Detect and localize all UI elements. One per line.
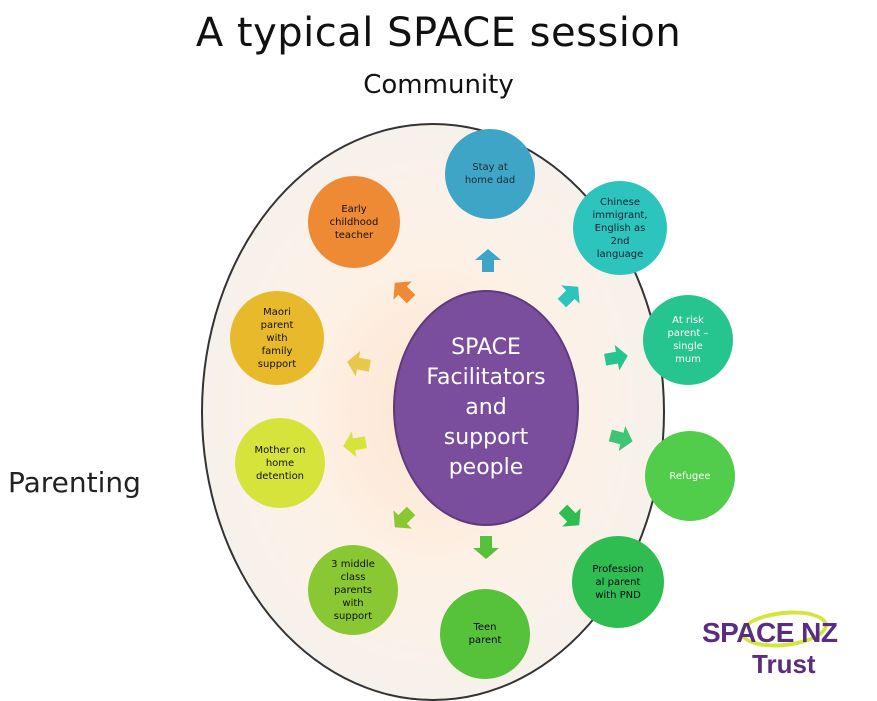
arrow-to-middle-class-parents bbox=[393, 506, 416, 529]
arrow-to-teen-parent bbox=[473, 536, 499, 559]
arrow-to-at-risk-parent bbox=[604, 344, 628, 371]
node-early-childhood-teacher: Early childhood teacher bbox=[308, 176, 400, 268]
node-label: Maori parent with family support bbox=[257, 306, 297, 370]
node-label: Early childhood teacher bbox=[329, 203, 379, 241]
node-at-risk-parent: At risk parent – single mum bbox=[643, 295, 733, 385]
arrow-shape bbox=[393, 281, 416, 304]
arrow-shape bbox=[604, 344, 628, 371]
node-stay-at-home-dad: Stay at home dad bbox=[445, 129, 535, 219]
arrow-shape bbox=[475, 249, 501, 272]
node-professional-parent: Profession al parent with PND bbox=[572, 536, 664, 628]
arrow-shape bbox=[608, 425, 633, 452]
center-facilitators-circle: SPACE Facilitators and support people bbox=[393, 290, 579, 526]
arrow-to-refugee bbox=[608, 425, 633, 452]
page-title: A typical SPACE session bbox=[195, 10, 682, 56]
node-teen-parent: Teen parent bbox=[440, 589, 530, 679]
node-maori-parent: Maori parent with family support bbox=[230, 291, 324, 385]
arrow-to-chinese-immigrant bbox=[557, 285, 580, 308]
arrow-shape bbox=[473, 536, 499, 559]
node-mother-home-detention: Mother on home detention bbox=[235, 418, 325, 508]
logo-line2: Trust bbox=[752, 649, 816, 679]
arrow-to-professional-parent bbox=[558, 504, 581, 527]
node-label: 3 middle class parents with support bbox=[331, 558, 375, 622]
arrow-shape bbox=[558, 504, 581, 527]
parenting-axis-label: Parenting bbox=[8, 466, 141, 499]
node-chinese-immigrant: Chinese immigrant, English as 2nd langua… bbox=[573, 181, 667, 275]
arrow-to-mother-home-detention bbox=[343, 431, 367, 458]
space-nz-trust-logo: SPACE NZ Trust bbox=[696, 605, 876, 695]
node-label: Refugee bbox=[669, 470, 711, 482]
arrow-shape bbox=[347, 350, 371, 377]
center-label: SPACE Facilitators and support people bbox=[426, 335, 546, 480]
node-label: At risk parent – single mum bbox=[667, 315, 709, 365]
logo-line1: SPACE NZ bbox=[702, 617, 838, 648]
node-label: Teen parent bbox=[468, 622, 502, 646]
node-label: Chinese immigrant, English as 2nd langua… bbox=[592, 196, 648, 260]
node-label: Stay at home dad bbox=[464, 162, 516, 186]
arrow-to-stay-at-home-dad bbox=[475, 249, 501, 272]
node-label: Profession al parent with PND bbox=[592, 563, 644, 601]
arrow-shape bbox=[343, 431, 367, 458]
arrow-shape bbox=[557, 285, 580, 308]
node-middle-class-parents: 3 middle class parents with support bbox=[308, 545, 398, 635]
arrow-to-early-childhood-teacher bbox=[393, 281, 416, 304]
community-axis-label: Community bbox=[363, 70, 514, 100]
arrow-shape bbox=[393, 506, 416, 529]
arrow-to-maori-parent bbox=[347, 350, 371, 377]
node-label: Mother on home detention bbox=[254, 444, 306, 482]
node-refugee: Refugee bbox=[645, 431, 735, 521]
